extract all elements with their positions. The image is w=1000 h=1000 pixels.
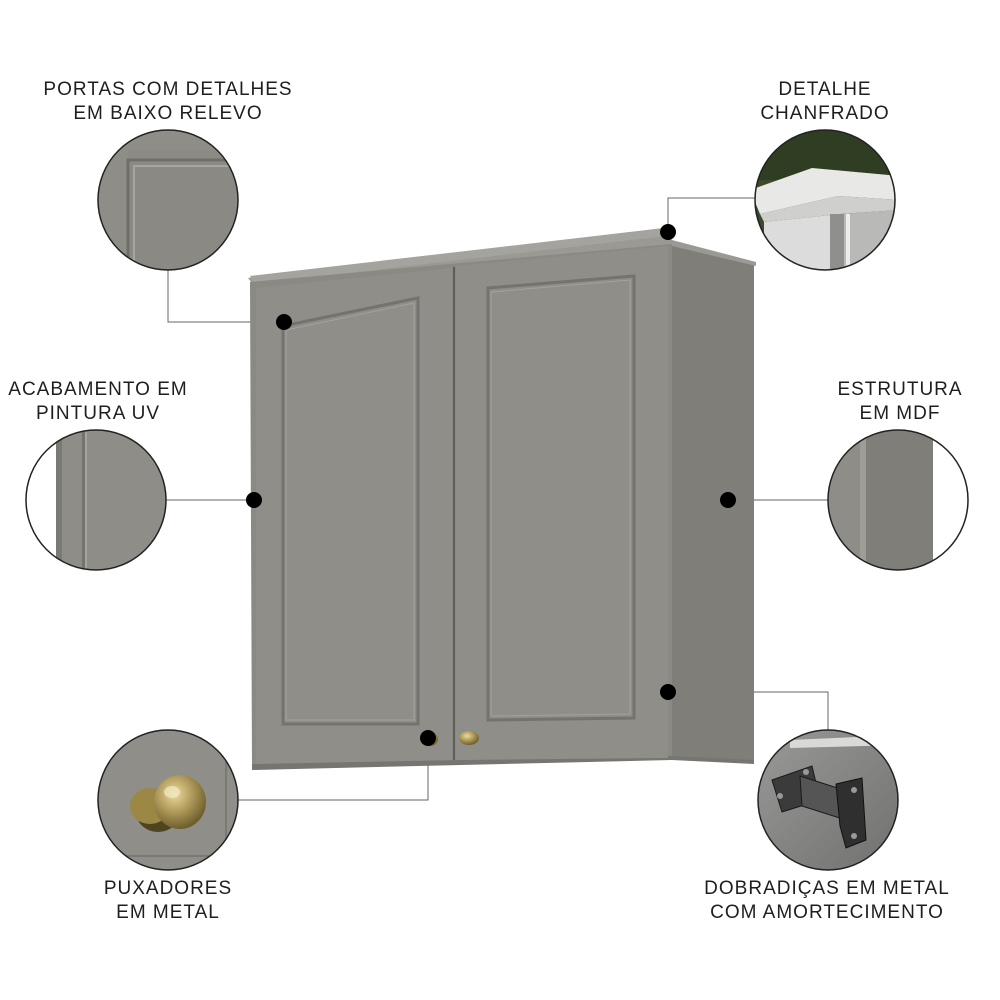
label-acabamento-line2: PINTURA UV xyxy=(35,403,161,424)
mdf-edge-closeup-icon xyxy=(827,429,969,571)
brass-knob-closeup-icon xyxy=(97,729,239,871)
door-relief-closeup-icon xyxy=(97,129,239,271)
leader-chanfrado xyxy=(667,197,757,232)
label-dobradicas-line1: DOBRADIÇAS EM METAL xyxy=(704,878,950,899)
marker-dobradicas xyxy=(660,684,676,700)
label-puxadores: PUXADORES EM METAL xyxy=(68,877,268,925)
cabinet xyxy=(248,228,756,770)
label-chanfrado-line1: DETALHE xyxy=(778,79,872,100)
label-estrutura: ESTRUTURA EM MDF xyxy=(810,378,990,426)
label-acabamento-line1: ACABAMENTO EM xyxy=(8,379,188,400)
marker-puxadores xyxy=(420,730,436,746)
leader-portas xyxy=(167,270,284,323)
uv-finish-closeup-icon xyxy=(25,429,167,571)
marker-acabamento xyxy=(246,492,262,508)
label-portas-line2: EM BAIXO RELEVO xyxy=(73,103,263,124)
label-dobradicas: DOBRADIÇAS EM METAL COM AMORTECIMENTO xyxy=(684,877,970,925)
label-chanfrado-line2: CHANFRADO xyxy=(760,103,890,124)
label-estrutura-line1: ESTRUTURA xyxy=(837,379,963,400)
cabinet-side-panel xyxy=(672,242,754,762)
right-door-relief xyxy=(486,274,636,722)
right-knob xyxy=(459,731,479,745)
label-puxadores-line2: EM METAL xyxy=(116,902,220,923)
label-acabamento: ACABAMENTO EM PINTURA UV xyxy=(0,378,196,426)
left-door xyxy=(256,268,452,764)
marker-portas xyxy=(276,314,292,330)
label-portas: PORTAS COM DETALHES EM BAIXO RELEVO xyxy=(28,78,308,126)
chamfer-closeup-icon xyxy=(754,129,896,271)
soft-close-hinge-closeup-icon xyxy=(757,729,899,871)
label-portas-line1: PORTAS COM DETALHES xyxy=(43,79,293,100)
label-puxadores-line1: PUXADORES xyxy=(103,878,233,899)
marker-dots xyxy=(246,224,736,746)
right-door xyxy=(456,246,668,760)
label-dobradicas-line2: COM AMORTECIMENTO xyxy=(710,902,944,923)
left-door-relief xyxy=(281,296,420,726)
marker-chanfrado xyxy=(660,224,676,240)
label-estrutura-line2: EM MDF xyxy=(859,403,941,424)
marker-estrutura xyxy=(720,492,736,508)
label-chanfrado: DETALHE CHANFRADO xyxy=(720,78,930,126)
